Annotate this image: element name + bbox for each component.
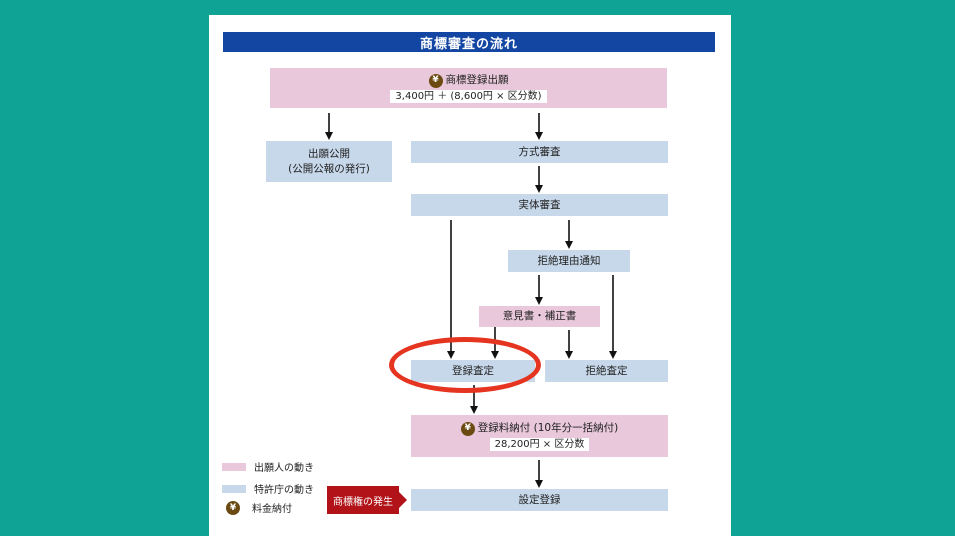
legend-fee-label: 料金納付 <box>252 504 292 515</box>
set-registration-box: 設定登録 <box>411 489 668 511</box>
refusal-decision-box: 拒絶査定 <box>545 360 668 382</box>
set-registration-label: 設定登録 <box>518 493 561 506</box>
publication-box: 出願公開 (公開公報の発行) <box>266 141 392 182</box>
application-fee: 3,400円 ＋ (8,600円 × 区分数) <box>390 90 547 103</box>
rights-arise-badge: 商標権の発生 <box>327 486 399 514</box>
legend-office: 特許庁の動き <box>222 481 314 496</box>
opinion-amendment-label: 意見書・補正書 <box>502 310 577 322</box>
legend-applicant-label: 出願人の動き <box>254 463 314 474</box>
formality-exam-box: 方式審査 <box>411 141 668 163</box>
application-label: 商標登録出願 <box>445 74 509 86</box>
legend-office-label: 特許庁の動き <box>254 485 314 496</box>
legend-office-swatch <box>222 484 246 493</box>
refusal-decision-label: 拒絶査定 <box>585 364 628 377</box>
publication-sublabel: (公開公報の発行) <box>288 162 370 175</box>
substantive-exam-box: 実体審査 <box>411 194 668 216</box>
legend-applicant-swatch <box>222 462 246 471</box>
legend-applicant: 出願人の動き <box>222 459 314 474</box>
application-box: ¥ 商標登録出願 3,400円 ＋ (8,600円 × 区分数) <box>270 68 667 108</box>
refusal-notice-box: 拒絶理由通知 <box>508 250 630 272</box>
diagram-title: 商標審査の流れ <box>223 32 715 52</box>
publication-label: 出願公開 <box>308 147 350 160</box>
yen-icon: ¥ <box>460 421 475 436</box>
registration-fee-amount: 28,200円 × 区分数 <box>489 438 590 451</box>
legend-fee: ¥ 料金納付 <box>226 500 292 515</box>
registration-fee-box: ¥ 登録料納付 (10年分一括納付) 28,200円 × 区分数 <box>411 415 668 457</box>
rights-arise-pointer <box>399 492 407 508</box>
opinion-amendment-box: 意見書・補正書 <box>479 306 600 327</box>
formality-exam-label: 方式審査 <box>518 145 561 158</box>
highlight-ring <box>389 337 541 393</box>
yen-icon: ¥ <box>428 73 443 88</box>
registration-fee-label: 登録料納付 (10年分一括納付) <box>477 422 619 434</box>
yen-icon: ¥ <box>226 500 240 515</box>
substantive-exam-label: 実体審査 <box>518 198 561 211</box>
refusal-notice-label: 拒絶理由通知 <box>537 254 601 267</box>
